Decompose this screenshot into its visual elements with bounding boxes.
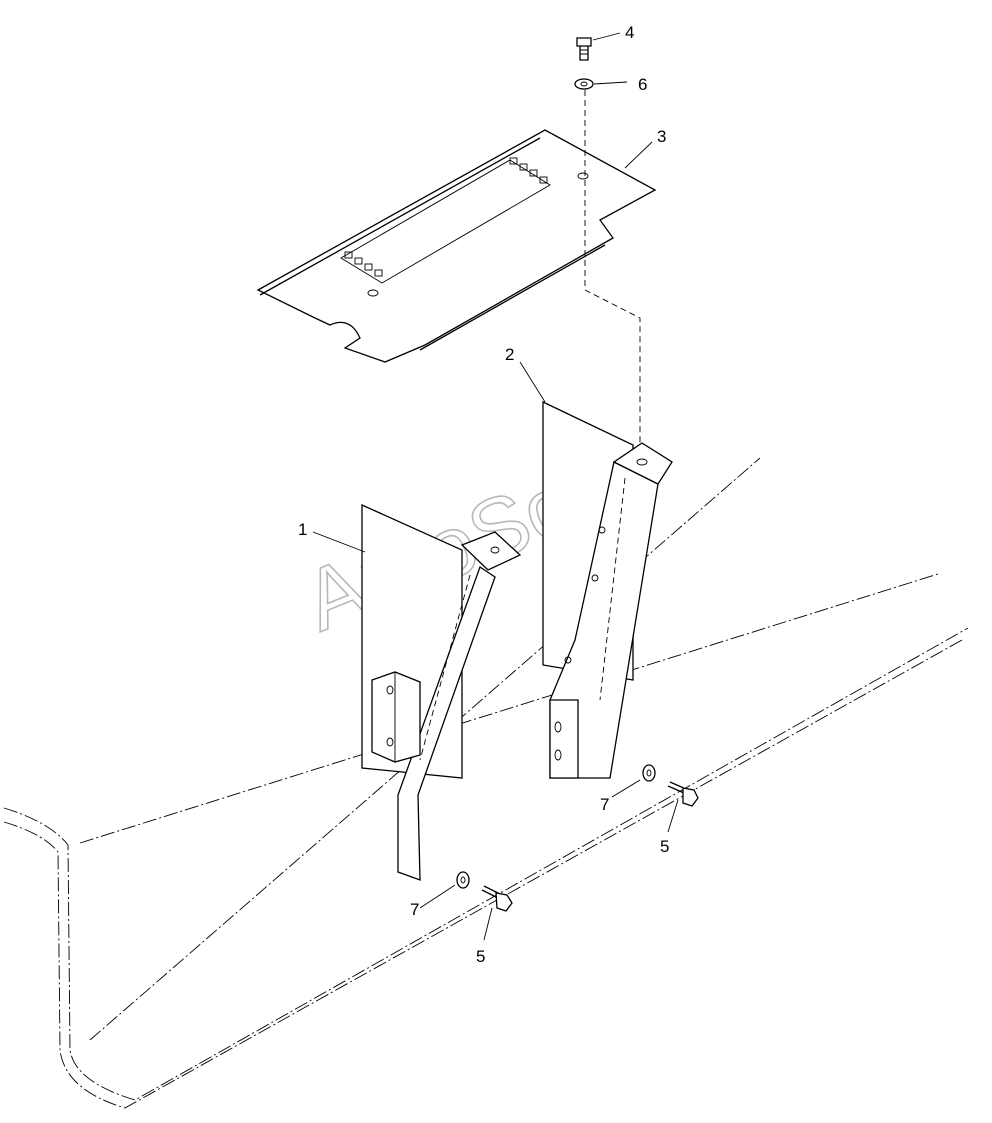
- callout-2: 2: [505, 345, 514, 364]
- bracket-2-mount-hole-lower: [554, 749, 562, 761]
- bracket-2-mount-hole-upper: [554, 721, 562, 733]
- callout-6: 6: [638, 75, 647, 94]
- callout-labels: 1 2 3 4 5 5 6 7 7: [298, 23, 669, 966]
- callout-1: 1: [298, 520, 307, 539]
- bolt-part-5-left: [481, 885, 513, 912]
- bracket-part-1: [361, 503, 522, 881]
- washer-part-7-left: [456, 871, 470, 889]
- leader-lines: [312, 32, 679, 941]
- washer-part-7-right: [642, 764, 656, 782]
- bolt-part-5-right: [667, 781, 699, 807]
- cover-plate-hole: [367, 289, 379, 297]
- callout-5-left: 5: [476, 947, 485, 966]
- assembly-centerline: [584, 90, 641, 462]
- cover-plate-bolt-hole: [577, 172, 589, 180]
- callout-3: 3: [657, 127, 666, 146]
- callout-4: 4: [625, 23, 634, 42]
- bracket-part-2: [542, 400, 673, 779]
- cover-plate-part-3: [256, 129, 657, 363]
- bolt-part-4: [576, 37, 592, 61]
- cover-plate-slots: [344, 157, 548, 277]
- bracket-2-top-hole: [636, 458, 648, 466]
- callout-7-left: 7: [410, 900, 419, 919]
- callout-7-right: 7: [600, 795, 609, 814]
- callout-5-right: 5: [660, 837, 669, 856]
- washer-part-6: [574, 78, 594, 90]
